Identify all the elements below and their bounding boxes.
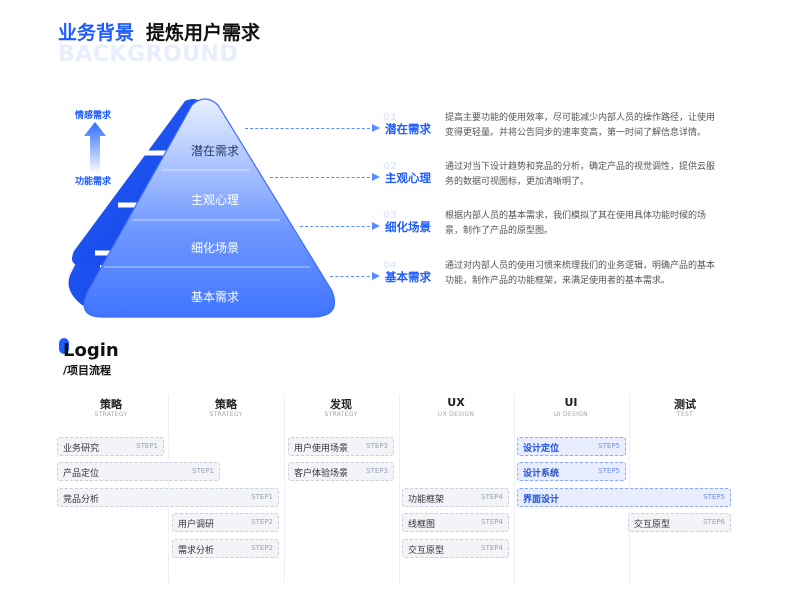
process-step-chip[interactable]: 用户使用场景 STEP3 [288, 437, 394, 456]
need-description: 提高主要功能的使用效率，尽可能减少内部人员的操作路径，让使用变得更轻量。并将公告… [445, 113, 716, 138]
arrow-right-icon [372, 124, 380, 132]
need-number: 04 [383, 260, 397, 271]
process-step-chip[interactable]: 竞品分析 STEP1 [57, 488, 279, 507]
chip-label: 交互原型 [634, 520, 671, 530]
background-watermark: BACKGROUND [58, 42, 239, 67]
page-title-blue: 业务背景 [58, 22, 135, 44]
section-accent-dot [59, 338, 69, 354]
chip-step: STEP3 [366, 442, 388, 450]
process-step-chip[interactable]: 功能框架 STEP4 [402, 488, 509, 507]
needs-pyramid [68, 98, 336, 318]
need-description: 通过对内部人员的使用习惯来梳理我们的业务逻辑，明确产品的基本功能，制作产品的功能… [445, 261, 716, 286]
arrow-right-icon [372, 222, 380, 230]
process-step-chip[interactable]: 产品定位 STEP1 [57, 462, 220, 481]
process-step-chip[interactable]: 客户体验场景 STEP3 [288, 462, 394, 481]
pyramid-layer-2: 主观心理 [190, 193, 239, 207]
chip-step: STEP4 [481, 518, 503, 526]
chip-step: STEP1 [136, 442, 158, 450]
chip-label: 产品定位 [63, 469, 100, 479]
chip-label: 界面设计 [523, 495, 560, 505]
process-step-chip[interactable]: 交互原型 STEP6 [628, 513, 731, 532]
column-divider [514, 395, 515, 585]
need-title: 细化场景 [385, 220, 431, 234]
connector-line-1 [245, 128, 375, 129]
pyramid-layer-3: 细化场景 [190, 241, 239, 255]
connector-line-3 [300, 226, 375, 227]
need-number: 01 [383, 112, 397, 123]
chip-label: 用户使用场景 [294, 444, 349, 454]
process-step-chip[interactable]: 业务研究 STEP1 [57, 437, 164, 456]
process-step-chip[interactable]: 线框图 STEP4 [402, 513, 509, 532]
section-title: Login [63, 340, 119, 361]
chip-step: STEP5 [598, 467, 620, 475]
process-step-chip[interactable]: 界面设计 STEP5 [517, 488, 731, 507]
chip-label: 业务研究 [63, 444, 100, 454]
chip-label: 设计系统 [523, 469, 560, 479]
pyramid-layer-1: 潜在需求 [190, 144, 239, 158]
chip-step: STEP5 [598, 442, 620, 450]
process-step-chip[interactable]: 需求分析 STEP2 [172, 539, 279, 558]
chip-label: 竞品分析 [63, 495, 100, 505]
need-description: 根据内部人员的基本需求，我们模拟了其在使用具体功能时候的场景，制作了产品的原型图… [445, 211, 707, 236]
process-step-chip[interactable]: 交互原型 STEP4 [402, 539, 509, 558]
column-title-strategy: 策略 [215, 398, 237, 411]
column-subtitle: STRATEGY [324, 411, 358, 418]
column-subtitle: STRATEGY [209, 411, 243, 418]
column-title-strategy: 策略 [100, 398, 122, 411]
chip-label: 客户体验场景 [294, 469, 349, 479]
need-number: 02 [383, 161, 397, 172]
process-step-chip[interactable]: 设计系统 STEP5 [517, 462, 626, 481]
chip-label: 线框图 [408, 520, 436, 530]
column-title-ux: UX [447, 396, 465, 409]
chip-label: 交互原型 [408, 546, 445, 556]
chip-step: STEP4 [481, 493, 503, 501]
need-title: 主观心理 [385, 171, 431, 185]
column-title-ui: UI [564, 396, 578, 409]
chip-step: STEP1 [251, 493, 273, 501]
need-number: 03 [383, 210, 397, 221]
connector-line-2 [270, 177, 375, 178]
functional-need-label: 功能需求 [75, 177, 112, 187]
chip-label: 功能框架 [408, 495, 445, 505]
chip-label: 需求分析 [178, 546, 215, 556]
chip-label: 用户调研 [178, 520, 215, 530]
process-step-chip[interactable]: 用户调研 STEP2 [172, 513, 279, 532]
chip-step: STEP5 [703, 493, 725, 501]
chip-step: STEP4 [481, 544, 503, 552]
up-arrow-icon [84, 122, 106, 172]
column-subtitle: TEST [676, 411, 694, 418]
chip-label: 设计定位 [523, 444, 560, 454]
page-title-black: 提炼用户需求 [146, 22, 261, 44]
need-title: 基本需求 [385, 270, 431, 284]
arrow-right-icon [372, 272, 380, 280]
process-step-chip[interactable]: 设计定位 STEP5 [517, 437, 626, 456]
column-title-discover: 发现 [330, 398, 352, 411]
section-subtitle: /项目流程 [63, 364, 112, 377]
arrow-right-icon [372, 173, 380, 181]
chip-step: STEP2 [251, 518, 273, 526]
column-subtitle: UX DESIGN [437, 411, 475, 418]
emotional-need-label: 情感需求 [75, 111, 112, 121]
chip-step: STEP6 [703, 518, 725, 526]
chip-step: STEP3 [366, 467, 388, 475]
need-description: 通过对当下设计趋势和竞品的分析，确定产品的视觉调性，提供云服务的数据可视图标，更… [445, 162, 716, 187]
pyramid-layer-4: 基本需求 [190, 290, 239, 304]
chip-step: STEP1 [192, 467, 214, 475]
column-subtitle: STRATEGY [94, 411, 128, 418]
need-title: 潜在需求 [385, 122, 431, 136]
column-divider [284, 395, 285, 585]
connector-line-4 [330, 276, 375, 277]
column-title-test: 测试 [674, 398, 696, 411]
chip-step: STEP2 [251, 544, 273, 552]
column-subtitle: UI DESIGN [554, 411, 588, 418]
column-divider [399, 395, 400, 585]
